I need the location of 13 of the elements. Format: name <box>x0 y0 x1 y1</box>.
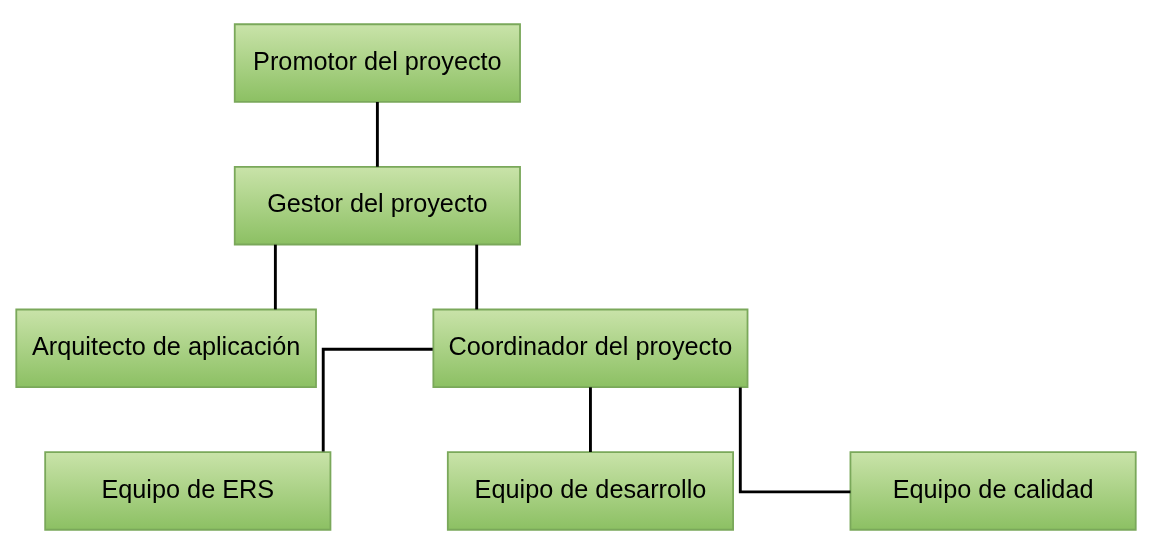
connector <box>738 387 851 494</box>
node-box: Gestor del proyecto <box>233 165 521 246</box>
connector <box>375 102 379 167</box>
node-box: Promotor del proyecto <box>233 23 521 103</box>
node-box: Equipo de calidad <box>849 451 1137 531</box>
node-box: Coordinador del proyecto <box>432 308 749 389</box>
connector <box>321 347 433 452</box>
connector <box>273 244 277 310</box>
connector <box>589 387 592 453</box>
connector <box>475 244 479 310</box>
node-box: Equipo de desarrollo <box>446 451 734 531</box>
node-box: Arquitecto de aplicación <box>15 308 317 389</box>
node-box: Equipo de ERS <box>44 451 332 531</box>
